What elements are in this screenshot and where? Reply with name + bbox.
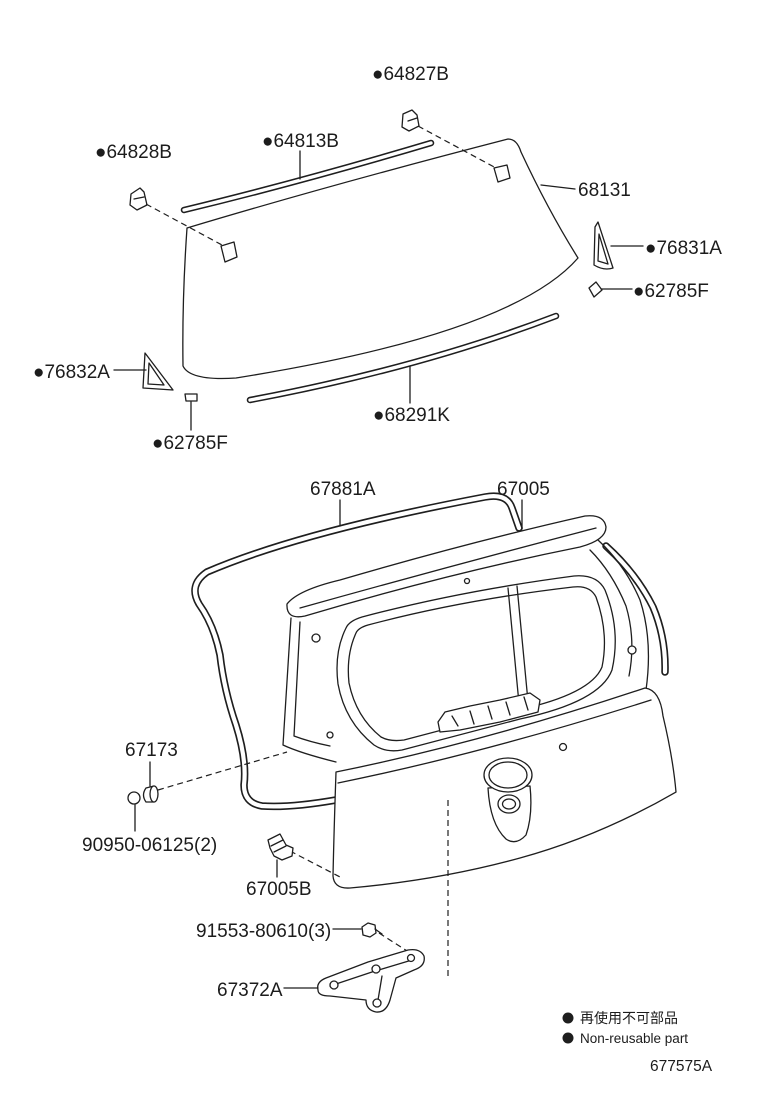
door-spoiler-line: [299, 527, 597, 609]
cushion-67173-face: [149, 785, 159, 803]
callout-64827B: ●64827B: [372, 64, 449, 85]
dash-bolt: [378, 932, 419, 959]
callout-76832A: ●76832A: [33, 362, 110, 383]
door-hole-right: [627, 645, 637, 655]
lower-molding-inner: [248, 314, 558, 402]
door-hole-upper-left: [311, 633, 321, 643]
bolt-91553-80610: [361, 922, 377, 938]
callout-62785F-right: ●62785F: [633, 281, 709, 302]
callout-91553-80610: 91553-80610(3): [196, 921, 331, 942]
callout-67005B: 67005B: [246, 879, 312, 900]
callout-68131: 68131: [578, 180, 631, 201]
figure-id: 677575A: [650, 1058, 713, 1075]
legend-dot-jp: [562, 1012, 574, 1024]
legend: 再使用不可部品 Non-reusable part: [562, 1010, 688, 1046]
door-frame-left-inner: [293, 621, 331, 747]
spacer-right: [588, 281, 603, 298]
back-door-group: [127, 492, 677, 1013]
weatherstrip-right-inner: [603, 543, 668, 675]
callout-90950-06125: 90950-06125(2): [82, 835, 217, 856]
callout-64813B: ●64813B: [262, 131, 339, 152]
door-frame-right: [597, 539, 650, 691]
hinge-67372A-ridge: [329, 959, 413, 1001]
door-frame-right-inner: [589, 549, 633, 677]
glass-clip-right: [493, 164, 511, 183]
callout-67005: 67005: [497, 479, 550, 500]
door-lock-detail: [451, 696, 529, 727]
legend-text-jp: 再使用不可部品: [580, 1010, 678, 1027]
quarter-piece-right: [593, 221, 614, 270]
door-window-opening-inner: [347, 586, 606, 742]
hinge-hole-1: [329, 980, 339, 990]
door-emblem: [483, 757, 533, 793]
stay-bumper-67005B: [267, 833, 294, 861]
back-window-group: [113, 109, 644, 431]
legend-text-en: Non-reusable part: [580, 1031, 688, 1046]
bracket-64827B-detail: [407, 117, 418, 122]
bracket-64828B-detail: [133, 196, 145, 200]
dash-67173: [157, 751, 288, 791]
quarter-piece-right-inner: [597, 233, 609, 265]
door-spoiler-mark: [463, 577, 471, 585]
door-panel-hole: [558, 742, 568, 752]
callout-64828B: ●64828B: [95, 142, 172, 163]
legend-dot-en: [562, 1032, 574, 1044]
stay-bumper-rings: [270, 839, 287, 853]
upper-molding-inner: [182, 141, 433, 212]
door-center-bar-left: [507, 587, 521, 715]
door-handle-inner: [501, 798, 517, 810]
hinge-hole-4: [372, 998, 382, 1008]
callout-76831A: ●76831A: [645, 238, 722, 259]
callout-67173: 67173: [125, 740, 178, 761]
callout-labels: ●64827B ●64828B ●64813B 68131 ●76831A ●6…: [33, 64, 722, 1001]
quarter-piece-left-inner: [147, 362, 165, 386]
bracket-64828B: [129, 187, 148, 211]
weatherstrip-inner: [192, 494, 522, 809]
door-window-opening: [336, 575, 616, 752]
bolt-shaft: [374, 928, 383, 935]
back-window-glass: [182, 138, 579, 380]
screw-90950-06125: [127, 791, 141, 805]
dash-64828B: [145, 203, 223, 246]
hinge-67372A: [317, 948, 425, 1013]
hinge-hole-2: [371, 964, 381, 974]
spacer-left: [184, 393, 198, 402]
door-emblem-inner: [488, 761, 528, 789]
callout-67372A: 67372A: [217, 980, 283, 1001]
leader-68131: [540, 184, 576, 190]
door-handle: [497, 794, 521, 814]
door-spoiler: [286, 515, 607, 618]
callout-67881A: 67881A: [310, 479, 376, 500]
callout-68291K: ●68291K: [373, 405, 450, 426]
door-hole-lower-left: [326, 731, 334, 739]
door-frame-left: [282, 617, 337, 763]
hinge-hole-3: [406, 953, 416, 963]
door-lock-mechanism: [437, 692, 541, 733]
door-lower-trim: [337, 699, 652, 784]
callout-62785F-left: ●62785F: [152, 433, 228, 454]
dash-64827B: [417, 125, 497, 169]
glass-clip-left: [220, 241, 238, 263]
door-center-bar-right: [516, 585, 530, 713]
